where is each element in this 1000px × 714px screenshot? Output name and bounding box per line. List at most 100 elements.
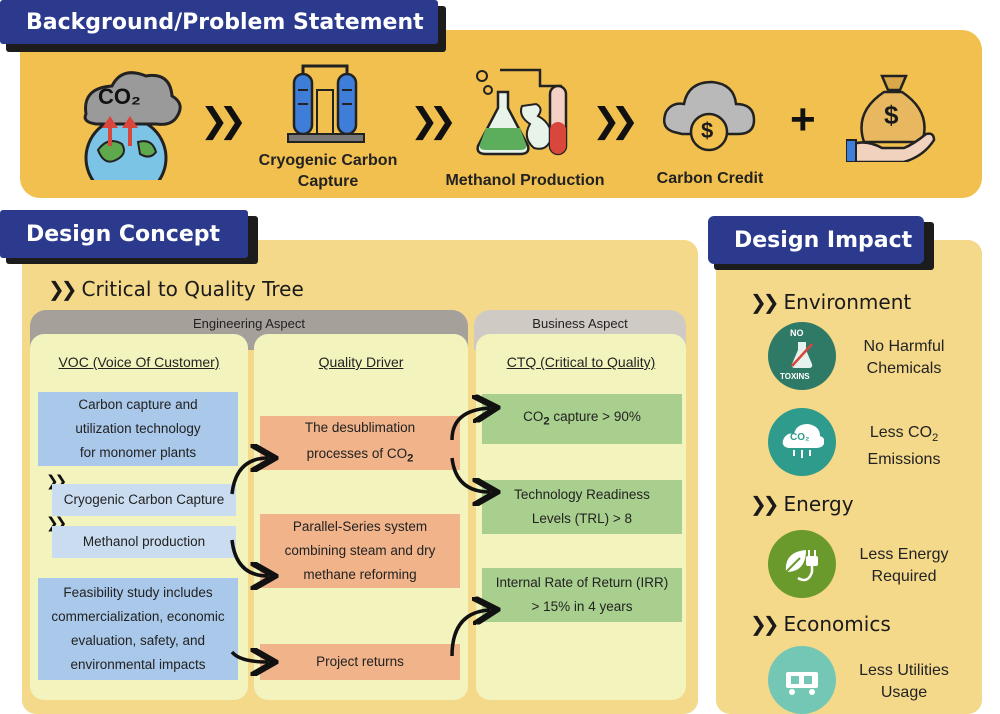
ctq-text: Technology Readiness — [514, 487, 650, 502]
impact-text-co2: Less CO2 — [842, 422, 966, 449]
driver-text: Parallel-Series system — [292, 519, 428, 534]
voc-text: Cryogenic Carbon Capture — [63, 492, 225, 507]
impact-text: Less Energy — [859, 546, 949, 563]
impact-text: Emissions — [867, 451, 941, 469]
driver-text: methane reforming — [303, 567, 417, 582]
double-chevron-icon: ❯❯ — [750, 492, 779, 516]
voc-text: Carbon capture and — [78, 397, 198, 412]
voc-text: for monomer plants — [79, 445, 197, 460]
double-chevron-icon: ❯❯ — [48, 277, 77, 301]
arrow-voc-to-parallel — [230, 539, 268, 576]
badge-toxins-text: TOXINS — [780, 372, 810, 381]
arrow-voc-to-returns — [230, 652, 268, 662]
impact-text: Less CO — [869, 424, 933, 441]
double-chevron-icon: ❯❯ — [750, 290, 779, 314]
impact-text: Chemicals — [866, 360, 942, 377]
subscript-2: 2 — [543, 415, 550, 428]
money-bag-dollar: $ — [884, 100, 899, 130]
voc-box-feasibility: Feasibility study includes commercializa… — [38, 578, 238, 680]
business-aspect-label: Business Aspect — [532, 316, 628, 331]
impact-text: Usage — [880, 684, 928, 701]
driver-box-parallel-series: Parallel-Series system combining steam a… — [260, 514, 460, 588]
economics-title: Economics — [783, 612, 891, 636]
ctq-box-irr: Internal Rate of Return (IRR) > 15% in 4… — [482, 568, 682, 622]
impact-less-energy: Less Energy Required — [842, 544, 966, 588]
arrow-driver-to-trl — [450, 457, 490, 492]
plus-sign: + — [790, 95, 816, 144]
impact-less-co2: Less CO2 Emissions — [842, 422, 966, 471]
ctq-text: Levels (TRL) > 8 — [531, 511, 633, 526]
design-concept-title: Design Concept — [26, 221, 221, 247]
ctq-tree-heading: ❯❯Critical to Quality Tree — [48, 277, 304, 301]
economics-heading: ❯❯Economics — [750, 612, 891, 636]
methanol-label: Methanol Production — [445, 172, 605, 189]
design-impact-header: Design Impact — [708, 216, 924, 264]
ctq-text: Internal Rate of Return (IRR) — [495, 575, 669, 590]
cryogenic-label-line2: Capture — [297, 173, 359, 190]
badge-no-text: NO — [790, 328, 804, 338]
energy-title: Energy — [783, 492, 854, 516]
carbon-credit-label: Carbon Credit — [656, 170, 764, 187]
impact-text: Less Utilities — [859, 662, 949, 679]
engineering-aspect-label: Engineering Aspect — [192, 316, 306, 331]
energy-heading: ❯❯Energy — [750, 492, 854, 516]
driver-column-title: Quality Driver — [318, 354, 404, 370]
chemistry-flask-icon — [470, 66, 576, 162]
design-concept-header: Design Concept — [0, 210, 248, 258]
background-title: Background/Problem Statement — [26, 9, 424, 35]
ctq-box-trl: Technology Readiness Levels (TRL) > 8 — [482, 480, 682, 534]
cryogenic-label-line1: Cryogenic Carbon — [258, 152, 398, 169]
voc-text: utilization technology — [75, 421, 201, 436]
impact-text: No Harmful — [863, 338, 945, 355]
voc-text: Methanol production — [82, 534, 206, 549]
co2-cloud-icon: CO₂ — [768, 408, 836, 476]
co2-text: CO₂ — [98, 84, 141, 109]
voc-text: Feasibility study includes — [63, 585, 213, 600]
voc-text: commercialization, economic — [51, 609, 225, 624]
cloud-dollar-icon: $ — [660, 76, 758, 156]
voc-box-carbon-capture: Carbon capture and utilization technolog… — [38, 392, 238, 466]
ctq-text: > 15% in 4 years — [531, 599, 633, 614]
impact-less-utilities: Less Utilities Usage — [842, 660, 966, 704]
driver-box-project-returns: Project returns — [260, 644, 460, 680]
ctq-text: CO2 capture > 90% — [523, 405, 641, 434]
cryogenic-label: Cryogenic Carbon Capture — [248, 150, 408, 192]
environment-title: Environment — [783, 290, 912, 314]
ctq-column-title: CTQ (Critical to Quality) — [506, 354, 656, 370]
utilities-cart-icon — [768, 646, 836, 714]
subscript-2: 2 — [407, 452, 414, 465]
double-chevron-icon: ❯❯ — [750, 612, 779, 636]
co2-earth-icon: CO₂ — [68, 62, 186, 200]
no-toxins-icon: NO TOXINS — [768, 322, 836, 390]
arrow-voc-to-desublimation — [230, 458, 268, 495]
driver-text: Project returns — [316, 654, 404, 669]
ctq-box-co2-capture: CO2 capture > 90% — [482, 394, 682, 444]
money-bag-hand-icon: $ — [845, 66, 938, 164]
voc-box-methanol: Methanol production — [52, 526, 236, 558]
impact-text: Required — [871, 568, 937, 585]
voc-column-title: VOC (Voice Of Customer) — [58, 354, 220, 370]
cryogenic-column-icon — [284, 60, 368, 146]
subscript-2: 2 — [932, 432, 939, 445]
ctq-text-pre: CO — [523, 408, 544, 424]
design-impact-title: Design Impact — [734, 227, 913, 253]
badge-co2-text: CO₂ — [790, 432, 810, 443]
ctq-tree-title: Critical to Quality Tree — [81, 277, 304, 301]
impact-no-harmful: No Harmful Chemicals — [842, 336, 966, 380]
driver-text: The desublimation — [304, 419, 416, 435]
leaf-plug-icon — [768, 530, 836, 598]
ctq-text-post: capture > 90% — [549, 408, 641, 424]
driver-text: combining steam and dry — [284, 543, 436, 558]
environment-heading: ❯❯Environment — [750, 290, 911, 314]
design-impact-panel — [716, 240, 982, 714]
arrow-driver-to-co2 — [450, 408, 490, 441]
voc-box-cryogenic: Cryogenic Carbon Capture — [52, 484, 236, 516]
driver-box-desublimation: The desublimation processes of CO2 — [260, 416, 460, 470]
driver-text: processes of CO — [306, 445, 408, 461]
driver-text-co2: processes of CO2 — [307, 441, 414, 472]
dollar-sign: $ — [701, 118, 714, 143]
arrow-returns-to-irr — [450, 610, 490, 657]
voc-text: evaluation, safety, and — [70, 633, 206, 648]
voc-text: environmental impacts — [70, 657, 206, 672]
